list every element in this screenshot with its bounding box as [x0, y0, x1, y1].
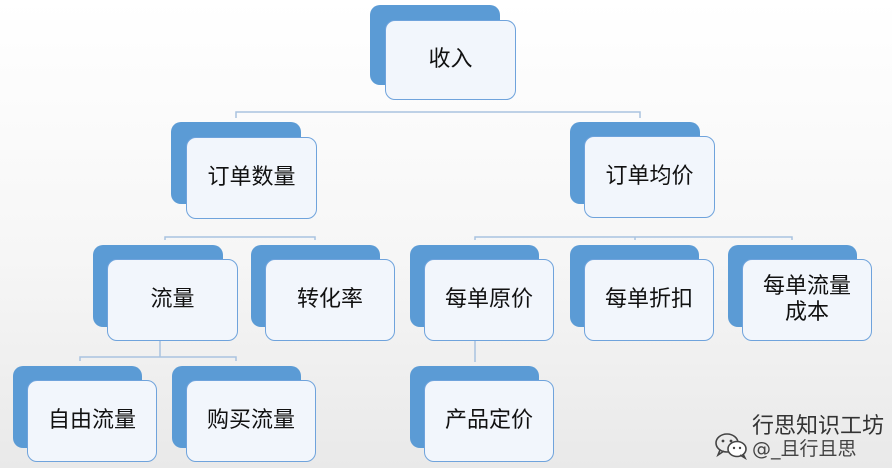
node-label-conversion-rate: 转化率 [265, 259, 395, 341]
node-order-avg-price: 订单均价 [570, 122, 715, 218]
watermark-title: 行思知识工坊 [751, 413, 884, 439]
watermark-handle: @_且行且思 [751, 438, 857, 461]
node-conversion-rate: 转化率 [251, 245, 395, 341]
node-order-count: 订单数量 [171, 122, 317, 219]
node-label-product-pricing: 产品定价 [424, 380, 554, 462]
node-product-pricing: 产品定价 [410, 366, 554, 462]
node-label-unit-original-price: 每单原价 [424, 259, 554, 341]
node-income: 收入 [370, 5, 516, 100]
node-unit-traffic-cost: 每单流量 成本 [728, 245, 872, 341]
node-unit-discount: 每单折扣 [570, 245, 714, 341]
node-label-traffic: 流量 [107, 259, 238, 341]
node-unit-original-price: 每单原价 [410, 245, 554, 341]
node-label-unit-traffic-cost: 每单流量 成本 [742, 259, 872, 341]
node-paid-traffic: 购买流量 [172, 366, 316, 462]
node-label-paid-traffic: 购买流量 [186, 380, 316, 462]
node-label-free-traffic: 自由流量 [27, 380, 157, 462]
node-label-order-count: 订单数量 [186, 137, 317, 219]
node-free-traffic: 自由流量 [13, 366, 157, 462]
node-label-income: 收入 [385, 20, 516, 100]
node-traffic: 流量 [93, 245, 238, 341]
node-label-order-avg-price: 订单均价 [584, 136, 715, 218]
node-label-unit-discount: 每单折扣 [584, 259, 714, 341]
watermark: 行思知识工坊 @_且行且思 [714, 413, 884, 461]
wechat-icon [715, 433, 747, 460]
